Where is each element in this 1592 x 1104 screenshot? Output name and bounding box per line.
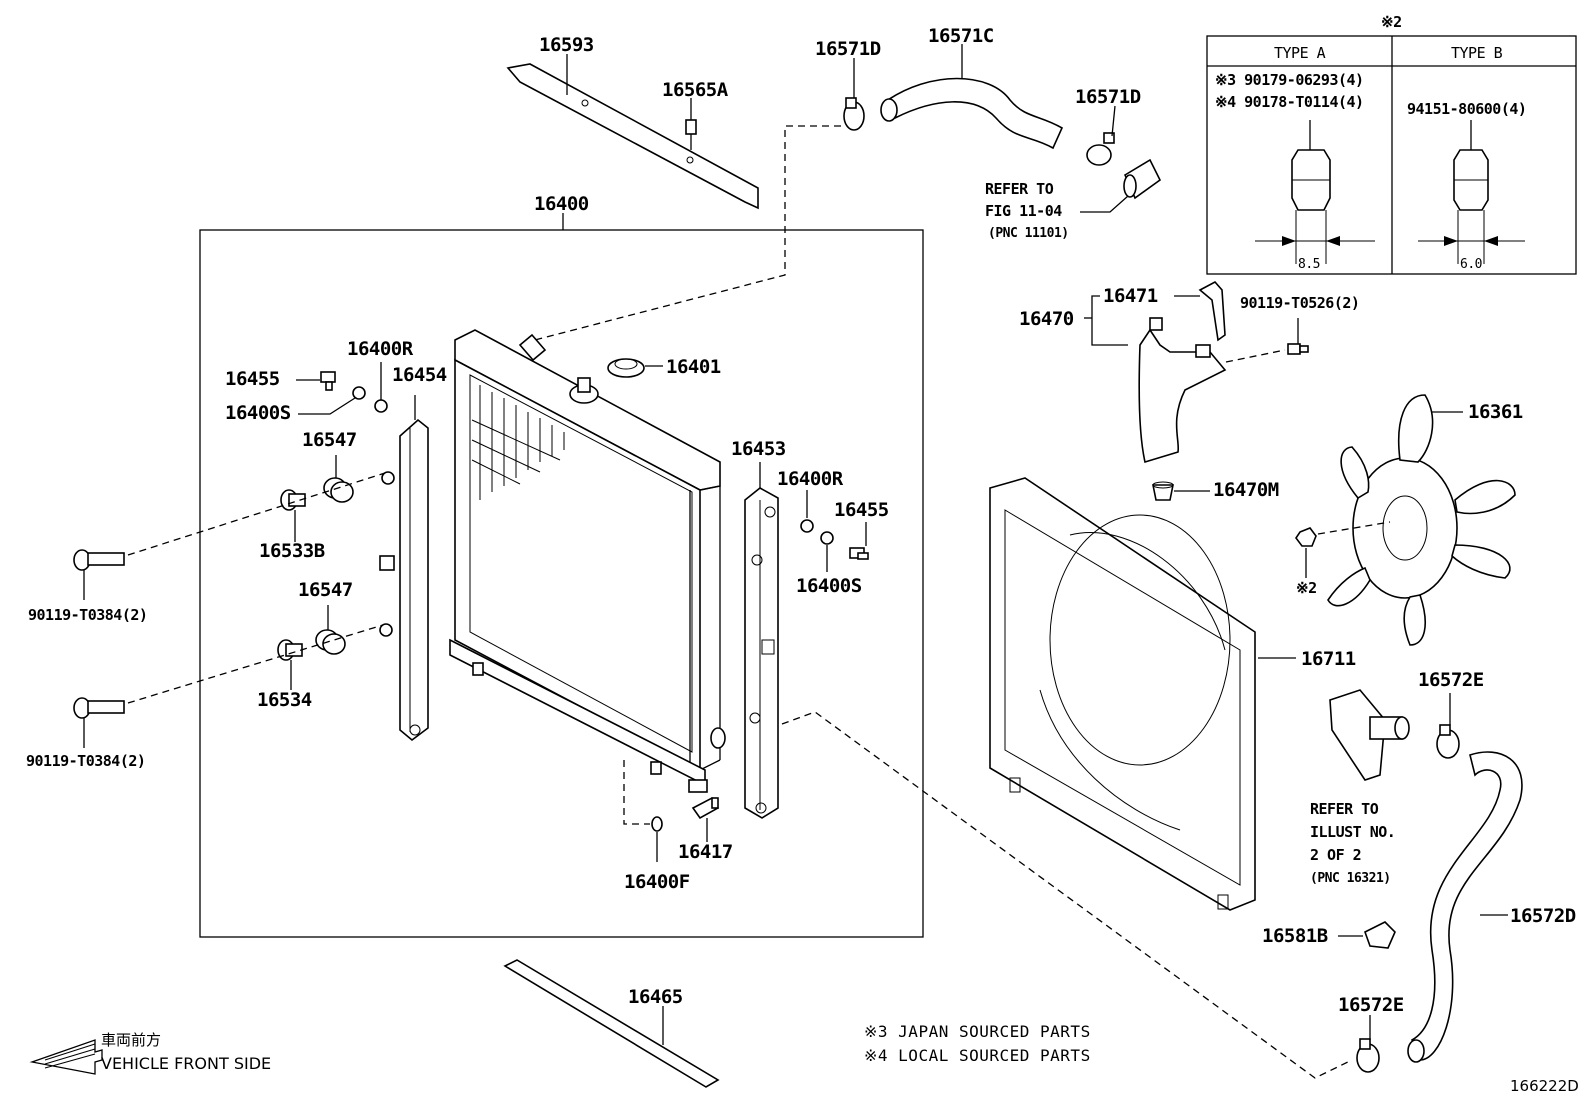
type-a-row2: ※4 90178-T0114(4) bbox=[1215, 93, 1364, 111]
type-b-size: 6.0 bbox=[1460, 257, 1482, 272]
label-16465: 16465 bbox=[628, 986, 683, 1008]
label-note2-fan: ※2 bbox=[1296, 579, 1317, 597]
refer-fig-line3: (PNC 11101) bbox=[988, 226, 1069, 241]
right-grommet-16400R bbox=[800, 519, 814, 533]
label-16400F: 16400F bbox=[624, 871, 690, 893]
water-inlet-housing bbox=[1329, 689, 1410, 781]
label-16400R-left: 16400R bbox=[347, 338, 414, 360]
refer-illust-line1: REFER TO bbox=[1310, 800, 1379, 818]
label-90119-T0384-upper: 90119-T0384(2) bbox=[28, 606, 147, 624]
label-16571D-top: 16571D bbox=[815, 38, 881, 60]
radiator-core bbox=[449, 329, 726, 793]
hose-clamp-top bbox=[843, 97, 865, 131]
figure-id: 166222D bbox=[1510, 1077, 1579, 1095]
reservoir-bolt bbox=[1287, 343, 1309, 355]
label-16572E-lower: 16572E bbox=[1338, 994, 1404, 1016]
label-16417: 16417 bbox=[678, 841, 733, 863]
label-16565A: 16565A bbox=[662, 79, 729, 101]
radiator-cap bbox=[607, 358, 645, 378]
fan-shroud bbox=[989, 477, 1256, 911]
label-16593: 16593 bbox=[539, 34, 594, 56]
label-16361: 16361 bbox=[1468, 401, 1523, 423]
label-16400: 16400 bbox=[534, 193, 589, 215]
type-b-header: TYPE B bbox=[1451, 44, 1503, 62]
label-16534: 16534 bbox=[257, 689, 312, 711]
label-16547-lower: 16547 bbox=[298, 579, 353, 601]
label-90119-T0526: 90119-T0526(2) bbox=[1240, 294, 1359, 312]
upper-radiator-hose bbox=[883, 77, 1064, 150]
right-cushion-16400S bbox=[820, 531, 834, 545]
label-16471: 16471 bbox=[1103, 285, 1158, 307]
label-16547-upper: 16547 bbox=[302, 429, 357, 451]
vehicle-front-arrow-icon bbox=[29, 1039, 103, 1075]
radiator-seal-strip bbox=[503, 959, 720, 1088]
left-side-bracket bbox=[379, 418, 429, 742]
cooling-fan bbox=[1327, 394, 1516, 646]
label-16400R-right: 16400R bbox=[777, 468, 844, 490]
radiator-support-bar bbox=[506, 63, 759, 210]
upper-mount-cushion bbox=[323, 477, 354, 503]
label-16571D-right: 16571D bbox=[1075, 86, 1141, 108]
hose-clamp-right bbox=[1086, 132, 1115, 166]
note-japan-sourced: ※3 JAPAN SOURCED PARTS bbox=[864, 1022, 1091, 1041]
upper-mount-bolt bbox=[73, 549, 125, 571]
lower-mount-collar-16534 bbox=[277, 639, 303, 661]
refer-illust-line3: 2 OF 2 bbox=[1310, 846, 1361, 864]
reservoir-cap-16470M bbox=[1152, 481, 1174, 501]
label-16470M: 16470M bbox=[1213, 479, 1279, 501]
label-16453: 16453 bbox=[731, 438, 786, 460]
label-16400S-left: 16400S bbox=[225, 402, 291, 424]
lower-mount-bolt bbox=[73, 697, 125, 719]
front-label-jp: 車両前方 bbox=[101, 1031, 161, 1049]
type-a-header: TYPE A bbox=[1274, 44, 1326, 62]
left-cushion-16400S bbox=[352, 386, 366, 400]
label-16400S-right: 16400S bbox=[796, 575, 862, 597]
refer-illust-line2: ILLUST NO. bbox=[1310, 823, 1395, 841]
label-90119-T0384-lower: 90119-T0384(2) bbox=[26, 752, 145, 770]
type-a-row1: ※3 90179-06293(4) bbox=[1215, 71, 1364, 89]
radiator-assembly-frame bbox=[199, 229, 924, 938]
label-16401: 16401 bbox=[666, 356, 721, 378]
reservoir-hose bbox=[1198, 280, 1226, 342]
label-16571C: 16571C bbox=[928, 25, 994, 47]
right-bolt-16455 bbox=[849, 547, 869, 560]
right-side-bracket bbox=[744, 487, 779, 819]
refer-illust-line4: (PNC 16321) bbox=[1310, 871, 1391, 886]
drain-cock bbox=[691, 796, 720, 820]
label-16454: 16454 bbox=[392, 364, 447, 386]
label-16455-left: 16455 bbox=[225, 368, 280, 390]
lower-radiator-hose bbox=[1410, 751, 1523, 1061]
label-16581B: 16581B bbox=[1262, 925, 1328, 947]
label-16533B: 16533B bbox=[259, 540, 325, 562]
label-16711: 16711 bbox=[1301, 648, 1356, 670]
coolant-reservoir bbox=[1138, 317, 1227, 464]
type-b-row1: 94151-80600(4) bbox=[1407, 100, 1526, 118]
hose-clip-16581B bbox=[1364, 921, 1396, 949]
hose-clamp-lower-upper bbox=[1436, 724, 1460, 759]
left-bolt-16455 bbox=[320, 371, 336, 391]
type-a-size: 8.5 bbox=[1298, 257, 1320, 272]
refer-fig-line1: REFER TO bbox=[985, 180, 1054, 198]
front-label-en: VEHICLE FRONT SIDE bbox=[101, 1054, 271, 1073]
label-16455-right: 16455 bbox=[834, 499, 889, 521]
hose-clamp-lower-bottom bbox=[1356, 1038, 1380, 1073]
label-16572D: 16572D bbox=[1510, 905, 1576, 927]
radiator-clip bbox=[685, 119, 697, 150]
left-grommet-16400R bbox=[374, 399, 388, 413]
nut-type-table bbox=[1206, 35, 1577, 275]
refer-fig-line2: FIG 11-04 bbox=[985, 202, 1062, 220]
drain-gasket bbox=[651, 816, 663, 832]
fan-nut bbox=[1295, 527, 1317, 547]
note-local-sourced: ※4 LOCAL SOURCED PARTS bbox=[864, 1046, 1091, 1065]
label-16572E-upper: 16572E bbox=[1418, 669, 1484, 691]
label-16470: 16470 bbox=[1019, 308, 1074, 330]
lower-mount-cushion bbox=[315, 629, 346, 655]
type-table-marker: ※2 bbox=[1381, 13, 1402, 31]
